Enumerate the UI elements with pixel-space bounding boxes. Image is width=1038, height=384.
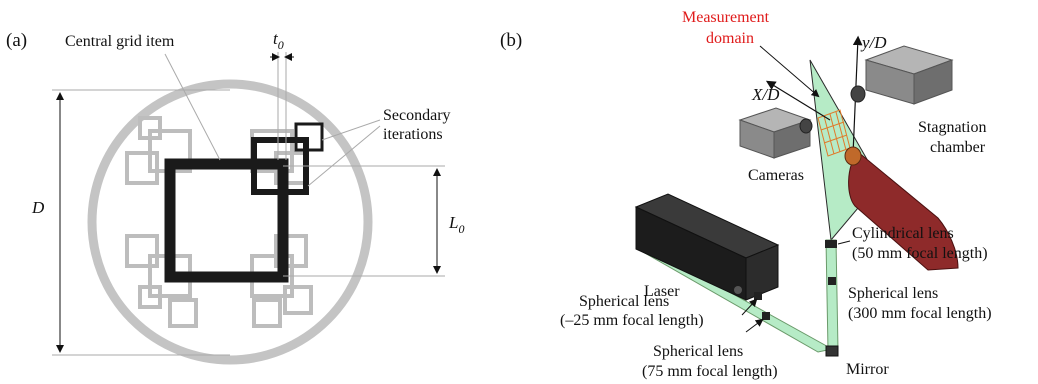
x-axis-label: X/D: [751, 85, 780, 104]
spherical-neg25-line1: Spherical lens: [579, 293, 669, 310]
diameter-label: D: [31, 198, 45, 217]
length-label: L0: [448, 213, 464, 236]
x-axis-arrow: [765, 80, 831, 121]
measurement-arrow: [759, 45, 820, 98]
stagnation-chamber: [844, 146, 959, 271]
secondary-leader-1: [321, 119, 381, 141]
spherical-neg25-arrow: [741, 298, 758, 316]
cylindrical-lens: [825, 240, 837, 248]
measurement-label-line2: domain: [706, 30, 754, 47]
panel-b: (b) y/D X/D Measurement domain: [500, 9, 992, 380]
spherical-75-line1: Spherical lens: [653, 343, 743, 360]
spherical-300-line1: Spherical lens: [848, 285, 938, 302]
panel-b-label: (b): [500, 30, 522, 51]
mirror-label: Mirror: [846, 361, 889, 378]
spherical-75-line2: (75 mm focal length): [642, 363, 778, 380]
outer-ring: [87, 79, 373, 365]
laser-label: Laser: [644, 283, 680, 300]
cylindrical-leader: [837, 240, 851, 245]
laser-body: [634, 193, 780, 301]
thickness-label: t0: [273, 29, 284, 52]
spherical-300-line2: (300 mm focal length): [848, 305, 992, 322]
y-axis-label: y/D: [860, 33, 887, 52]
central-grid-item: [164, 158, 289, 283]
stagnation-label-line2: chamber: [930, 139, 986, 156]
central-grid-item-label: Central grid item: [65, 33, 175, 50]
secondary-leader-2: [307, 125, 381, 187]
central-leader-line: [164, 53, 221, 161]
stagnation-label-line1: Stagnation: [918, 119, 986, 136]
spherical-75-arrow: [745, 318, 764, 333]
secondary-label-line2: iterations: [383, 126, 443, 143]
cylindrical-lens-line1: Cylindrical lens: [852, 225, 954, 242]
spherical-neg25-line2: (–25 mm focal length): [560, 312, 704, 329]
spherical-lens-neg25: [754, 292, 762, 300]
camera-left: [738, 107, 813, 159]
spherical-lens-75: [762, 312, 770, 320]
panel-a-label: (a): [6, 30, 27, 51]
cameras-label: Cameras: [748, 167, 804, 184]
spherical-lens-300: [828, 277, 836, 285]
camera-right: [850, 45, 954, 105]
panel-a: (a) Central grid item t0: [6, 29, 464, 365]
tertiary-iteration-highlight: [294, 122, 324, 152]
mirror: [825, 345, 839, 357]
cylindrical-lens-line2: (50 mm focal length): [852, 245, 988, 262]
measurement-label-line1: Measurement: [682, 9, 770, 26]
secondary-label-line1: Secondary: [383, 107, 451, 124]
